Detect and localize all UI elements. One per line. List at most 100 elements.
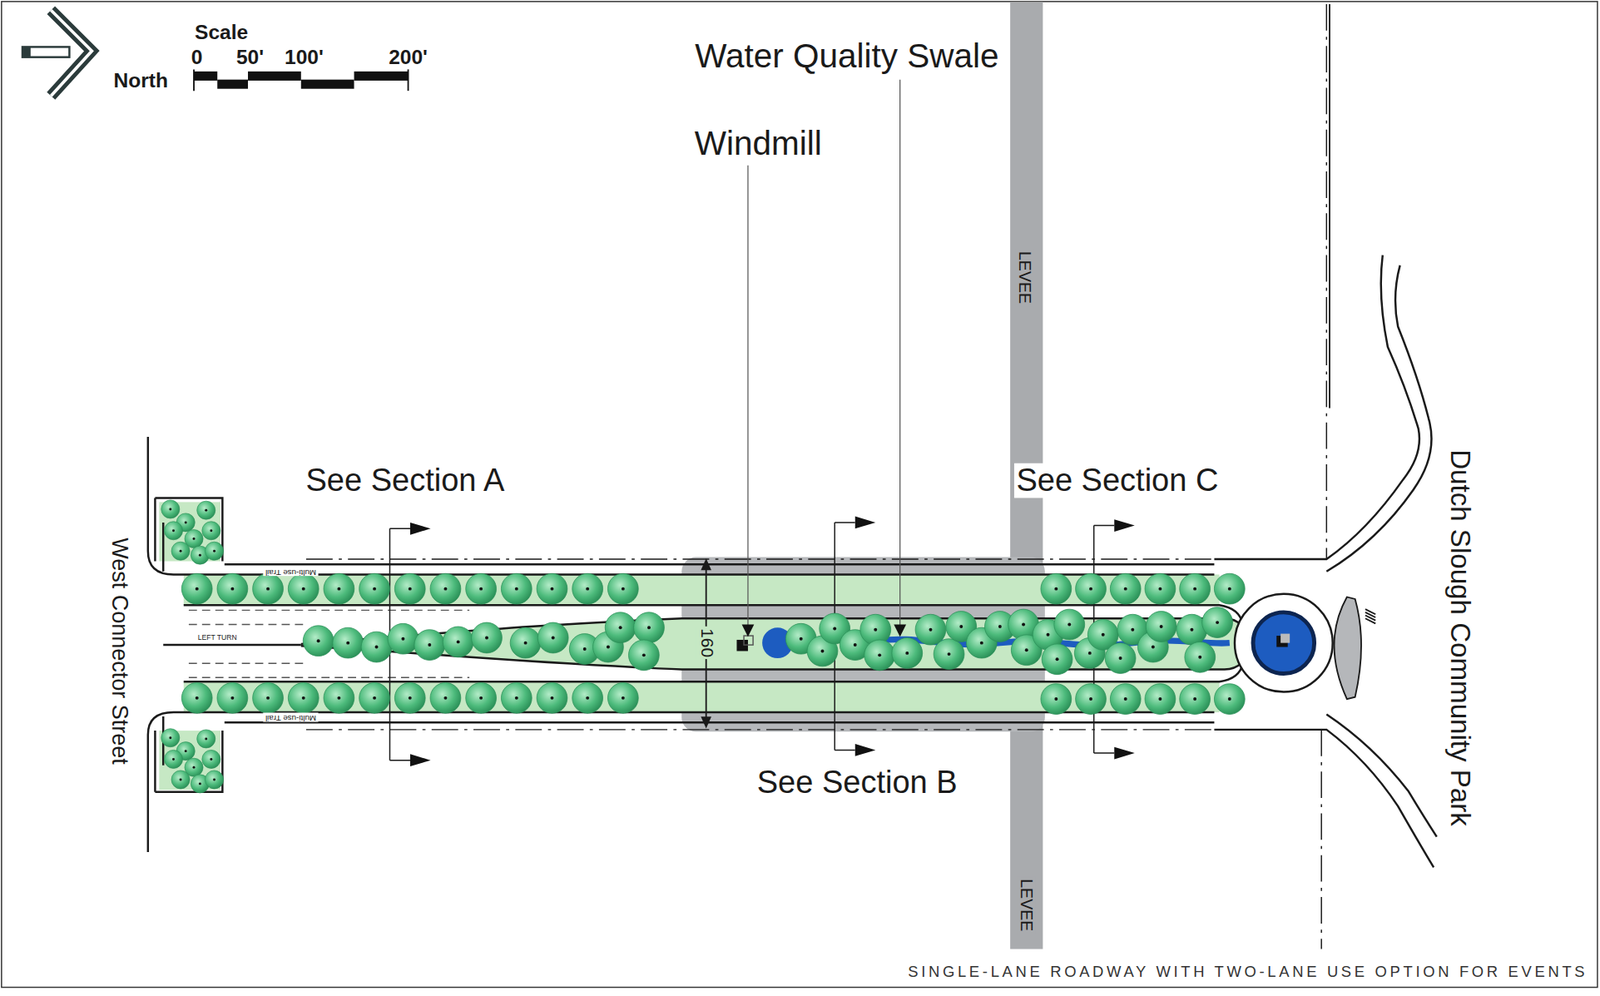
tree <box>217 573 248 605</box>
tree <box>163 521 183 540</box>
trail-label: Multi-use Trail <box>263 713 319 723</box>
tree <box>252 573 284 605</box>
tree <box>205 541 224 560</box>
trees <box>161 500 1245 793</box>
tree <box>217 682 248 714</box>
tree <box>465 682 497 714</box>
parcel-line <box>1328 4 1331 409</box>
tree <box>1213 573 1245 605</box>
scale-title: Scale <box>194 20 248 44</box>
tree <box>537 622 569 654</box>
levee-label: LEVEE <box>1015 248 1035 306</box>
tree <box>1179 683 1211 715</box>
scale-number: 200' <box>388 45 428 69</box>
tree <box>891 638 923 669</box>
tree <box>864 639 896 671</box>
tree <box>1040 573 1072 605</box>
dimension-value: 160 <box>696 626 716 660</box>
tree <box>387 623 419 654</box>
levee-label: LEVEE <box>1017 876 1036 934</box>
tree <box>1144 573 1176 605</box>
tree <box>471 622 503 654</box>
tree <box>163 749 183 768</box>
callout-label: Windmill <box>694 125 823 164</box>
tree <box>1184 641 1216 673</box>
tree <box>536 573 568 605</box>
tree <box>604 612 636 644</box>
tree <box>1213 683 1245 715</box>
section-label: See Section C <box>1014 463 1221 499</box>
callout-label: Water Quality Swale <box>694 37 999 75</box>
planting-strips <box>158 501 1250 790</box>
tree <box>1109 573 1141 605</box>
lane-marking: LEFT TURN <box>198 634 238 642</box>
tree <box>1179 573 1211 605</box>
section-label: See Section A <box>305 463 505 499</box>
tree <box>171 541 190 560</box>
tree <box>1041 643 1073 675</box>
lane-stripes <box>188 609 470 678</box>
tree <box>197 500 216 520</box>
tree <box>500 682 532 714</box>
road-edges <box>148 255 1437 868</box>
tree <box>1075 573 1107 605</box>
tree <box>359 573 391 605</box>
north-arrow <box>22 9 92 96</box>
tree <box>414 629 446 661</box>
tree <box>323 682 355 714</box>
tree <box>302 625 334 657</box>
north-label: North <box>113 69 169 92</box>
tree <box>430 682 461 714</box>
tree <box>1145 611 1177 643</box>
tree <box>634 612 665 644</box>
tree <box>933 639 965 670</box>
scale-number: 100' <box>284 45 324 69</box>
trail-label: Multi-use Trail <box>263 566 319 576</box>
section-markers <box>389 516 1135 767</box>
tree <box>161 500 180 519</box>
tree <box>332 627 364 659</box>
tree <box>197 729 216 748</box>
tree <box>1104 643 1136 674</box>
scale-bar <box>193 69 409 91</box>
leader-lines <box>742 79 907 638</box>
tree <box>361 631 392 663</box>
entry-island <box>1334 596 1362 699</box>
tree <box>572 682 604 714</box>
tree <box>202 749 221 768</box>
tree <box>915 614 947 645</box>
tree <box>394 682 426 714</box>
tree <box>1109 683 1141 715</box>
tree <box>1075 683 1107 715</box>
tree <box>1144 683 1176 715</box>
tree <box>205 770 224 789</box>
scale-number: 50' <box>236 45 264 69</box>
tree <box>252 682 284 714</box>
tree <box>510 627 541 659</box>
tree <box>287 573 319 605</box>
section-label: See Section B <box>757 765 958 801</box>
tree <box>1202 607 1234 639</box>
tree <box>1040 683 1072 715</box>
tree <box>500 573 532 605</box>
tree <box>287 682 319 714</box>
tree <box>171 770 190 789</box>
tree <box>1054 609 1085 640</box>
tree <box>607 682 639 714</box>
tree <box>161 728 180 748</box>
gate <box>1365 609 1376 624</box>
scale-number: 0 <box>191 45 204 69</box>
property-lines <box>306 4 1327 950</box>
tree <box>394 573 426 605</box>
street-name: West Connector Street <box>107 537 133 764</box>
park-name: Dutch Slough Community Park <box>1444 449 1475 827</box>
tree <box>628 639 659 671</box>
tree <box>181 573 213 605</box>
caption: SINGLE-LANE ROADWAY WITH TWO-LANE USE OP… <box>907 963 1588 981</box>
tree <box>430 573 461 605</box>
tree <box>607 573 639 605</box>
tree <box>323 573 355 605</box>
